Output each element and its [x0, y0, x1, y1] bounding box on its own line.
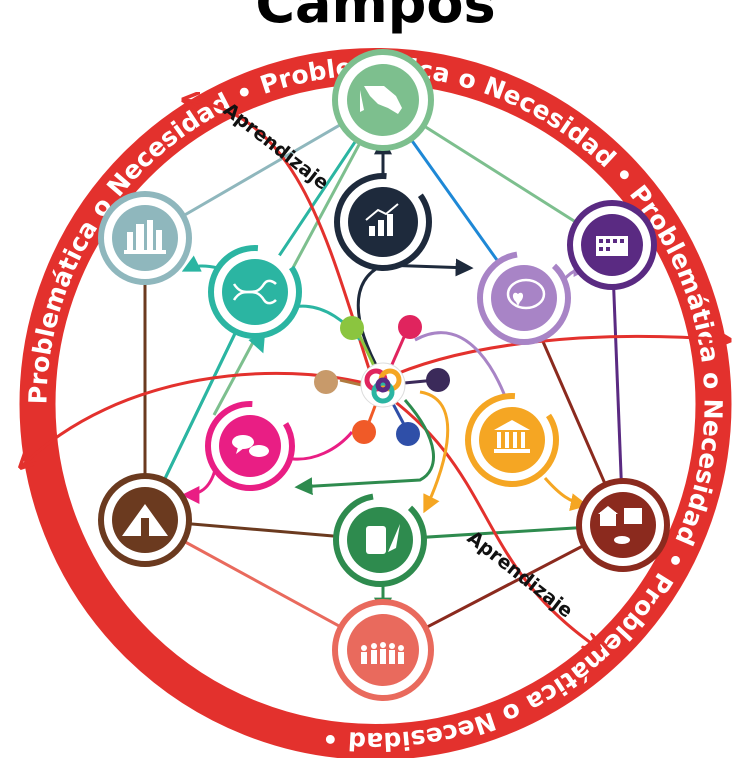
node-pyramid[interactable] — [98, 473, 192, 567]
city-skyline-icon — [124, 220, 166, 254]
nodes — [98, 49, 670, 701]
government-building-icon — [494, 420, 530, 453]
node-building[interactable] — [567, 200, 657, 290]
node-government[interactable] — [465, 393, 559, 487]
node-growth-chart[interactable] — [334, 173, 432, 271]
dna-icon — [232, 279, 277, 305]
mexico-map-icon — [360, 86, 402, 114]
community-people-icon — [361, 642, 404, 664]
scroll-quill-icon — [366, 524, 400, 554]
pyramid-icon — [122, 504, 168, 536]
node-dna[interactable] — [208, 245, 302, 339]
rural-farm-icon — [598, 506, 642, 544]
node-city-skyline[interactable] — [98, 191, 192, 285]
node-scroll[interactable] — [333, 493, 427, 587]
center-knot-node[interactable] — [360, 362, 406, 408]
page-title: Campos — [255, 0, 495, 35]
node-mexico-map[interactable] — [332, 49, 434, 151]
learning-label-top: Aprendizaje — [219, 99, 333, 195]
node-community[interactable] — [332, 599, 434, 701]
brain-heart-icon — [506, 278, 546, 310]
speech-bubbles-icon — [232, 435, 269, 457]
knot-icon — [364, 368, 402, 404]
learning-label-bottom: Aprendizaje — [463, 527, 577, 623]
bar-chart-growth-icon — [365, 203, 399, 236]
node-brain-heart[interactable] — [477, 251, 571, 345]
node-rural[interactable] — [576, 478, 670, 572]
office-building-icon — [596, 236, 628, 256]
color-dots — [314, 315, 450, 446]
node-speech[interactable] — [205, 401, 295, 491]
